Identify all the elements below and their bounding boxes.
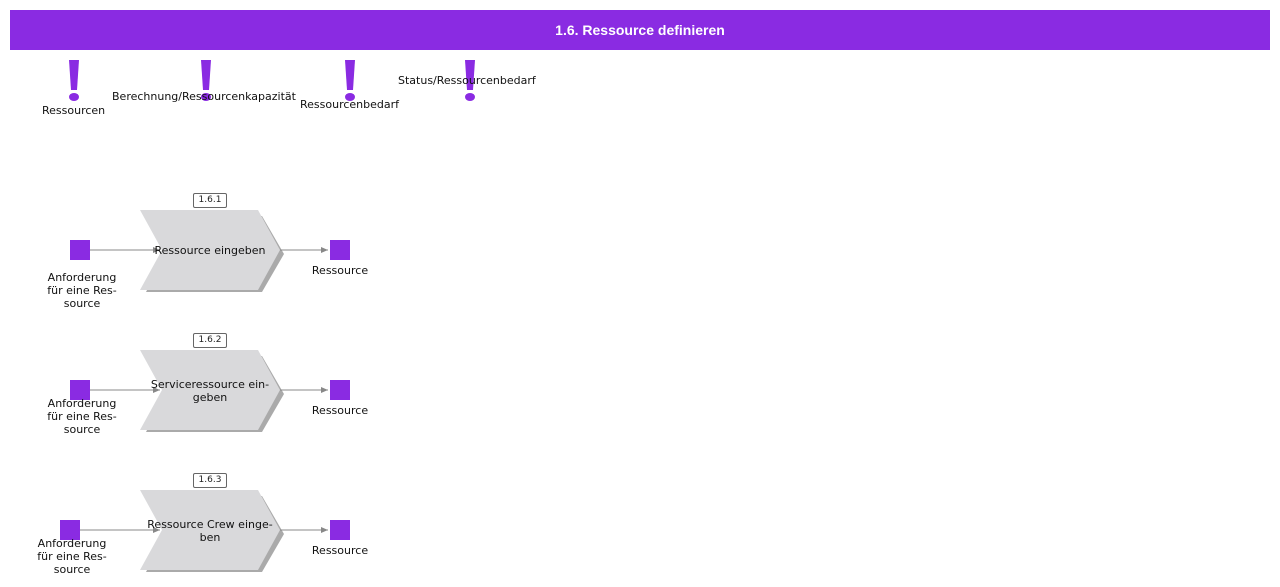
process-id-tag: 1.6.2 [193,333,227,348]
input-label: Anforderung für eine Res- source [47,397,117,436]
input-object [60,520,80,540]
output-label: Ressource [311,404,369,417]
process-chevron-2 [140,350,280,430]
output-label: Ressource [311,264,369,277]
risk-label: Ressourcen [42,104,106,117]
risk-label: Ressourcenbedarf [300,98,400,111]
exclamation-icon [69,60,79,101]
input-label: Anforderung für eine Res- source [47,271,117,310]
exclamation-icon [465,60,475,101]
risk-label: Status/Ressourcenbedarf [398,74,536,87]
exclamation-icon [345,60,355,101]
output-object [330,240,350,260]
input-object [70,240,90,260]
risk-label: Berechnung/Ressourcenkapazität [112,90,296,103]
process-id-tag: 1.6.1 [193,193,227,208]
exclamation-icon [201,60,211,101]
input-label: Anforderung für eine Res- source [37,537,107,576]
process-chevron-1 [140,210,280,290]
process-chevron-3 [140,490,280,570]
output-label: Ressource [311,544,369,557]
output-object [330,380,350,400]
output-object [330,520,350,540]
process-label: Serviceressource ein- geben [150,378,270,404]
process-label: Ressource eingeben [154,244,266,257]
diagram-title: 1.6. Ressource definieren [10,10,1270,50]
input-object [70,380,90,400]
process-id-tag: 1.6.3 [193,473,227,488]
process-label: Ressource Crew einge- ben [147,518,273,544]
